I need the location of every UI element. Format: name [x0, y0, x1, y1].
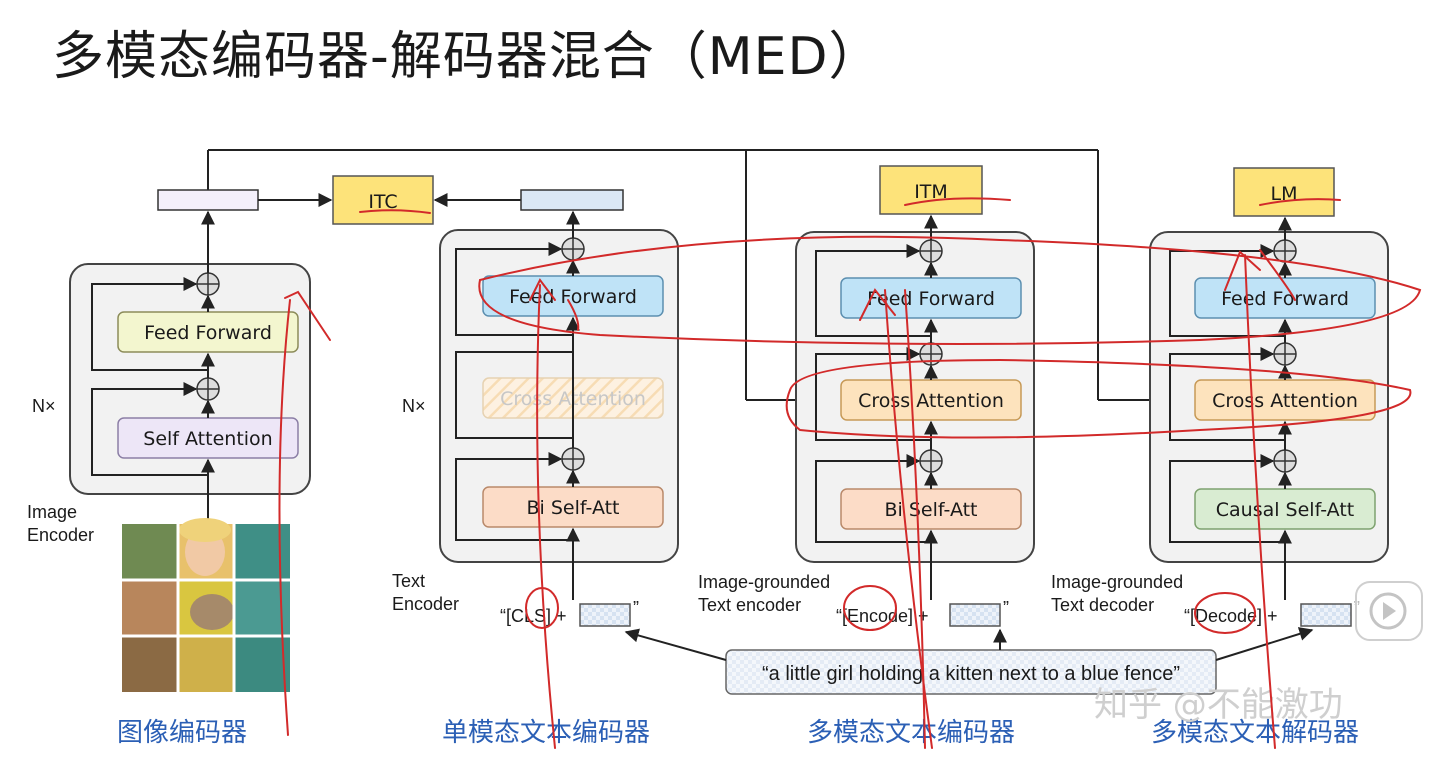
- image-encoder-block: Feed Forward Self Attention: [69, 210, 311, 522]
- grounded-encoder-label-line1: Image-grounded: [698, 572, 830, 592]
- caption-grounded-decoder: 多模态文本解码器: [1151, 718, 1359, 748]
- caption-grounded-encoder: 多模态文本编码器: [807, 718, 1015, 748]
- grounded-decoder-block: LM Feed Forward Cross Attention Causal S…: [1149, 167, 1389, 600]
- caption-image-encoder: 图像编码器: [117, 718, 247, 748]
- grounded-enc-feed-forward-label: Feed Forward: [867, 288, 995, 310]
- nx-label-text: N×: [402, 396, 426, 416]
- watermark: 知乎 @不能激功: [1094, 685, 1343, 725]
- text-embedding-bar: [520, 189, 624, 211]
- image-feed-forward-label: Feed Forward: [144, 322, 272, 344]
- grounded-encoder-label-line2: Text encoder: [698, 595, 801, 615]
- lm-head-box: [1233, 167, 1335, 217]
- page-title: 多模态编码器-解码器混合（MED）: [52, 27, 882, 87]
- cls-token-embedding: [579, 603, 631, 627]
- itm-head-label: ITM: [914, 181, 948, 203]
- itc-head-box: [332, 175, 434, 225]
- image-encoder-label-line2: Encoder: [27, 525, 94, 545]
- grounded-enc-cross-attention-label: Cross Attention: [858, 390, 1004, 412]
- text-feed-forward-label: Feed Forward: [509, 286, 637, 308]
- nx-label-image: N×: [32, 396, 56, 416]
- image-embedding-connectors: [207, 149, 1194, 407]
- decoder-feed-forward-label: Feed Forward: [1221, 288, 1349, 310]
- decode-token-embedding: [1300, 603, 1352, 627]
- image-self-attention-label: Self Attention: [143, 428, 272, 450]
- play-button[interactable]: [1355, 581, 1423, 641]
- itc-head-label: ITC: [368, 191, 397, 213]
- text-bi-self-att-label: Bi Self-Att: [526, 497, 619, 519]
- encode-token-quote: ”: [1003, 598, 1009, 618]
- grounded-encoder-block: ITM Feed Forward Cross Attention Bi Self…: [795, 165, 1035, 600]
- decoder-cross-attention-label: Cross Attention: [1212, 390, 1358, 412]
- text-encoder-label-line1: Text: [392, 571, 425, 591]
- play-icon: [1369, 592, 1407, 630]
- caption-text-encoder: 单模态文本编码器: [442, 718, 650, 748]
- encode-token-embedding: [949, 603, 1001, 627]
- grounded-enc-bi-self-att-label: Bi Self-Att: [884, 499, 977, 521]
- caption-text: “a little girl holding a kitten next to …: [762, 663, 1180, 685]
- decoder-causal-self-att-label: Causal Self-Att: [1216, 499, 1355, 521]
- image-encoder-label-line1: Image: [27, 502, 77, 522]
- grounded-decoder-label-line2: Text decoder: [1051, 595, 1154, 615]
- text-encoder-label-line2: Encoder: [392, 594, 459, 614]
- text-encoder-block: Feed Forward Cross Attention Bi Self-Att: [439, 189, 679, 600]
- caption-input-box: [725, 649, 1217, 695]
- cls-token-label: “[CLS] +: [500, 606, 567, 626]
- image-embedding-bar: [157, 189, 259, 211]
- cls-token-quote: ”: [633, 598, 639, 618]
- red-annotations: [278, 197, 1422, 749]
- grounded-decoder-label-line1: Image-grounded: [1051, 572, 1183, 592]
- encode-token-label: “[Encode] +: [836, 606, 929, 626]
- input-image: [122, 518, 290, 692]
- itm-head-box: [879, 165, 983, 215]
